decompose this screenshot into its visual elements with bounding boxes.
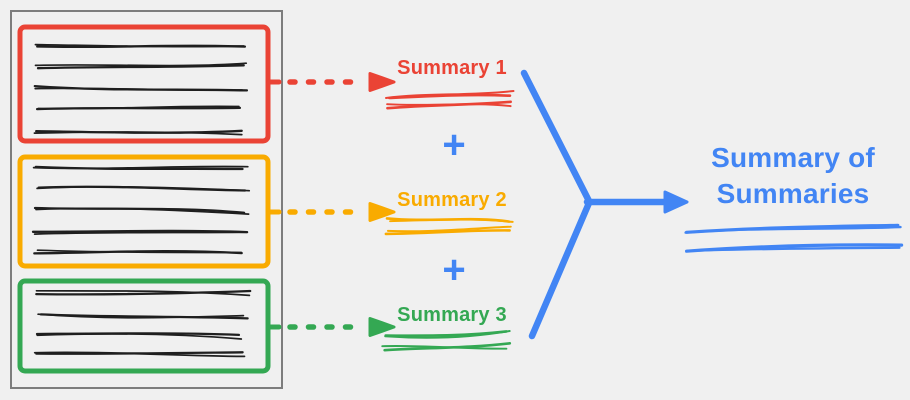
plus-operator-1: + xyxy=(442,123,466,167)
plus-operator-2: + xyxy=(442,248,466,292)
summary-3-label: Summary 3 xyxy=(397,304,507,326)
document-section-2-text-scribbles xyxy=(31,165,251,255)
summary-2-underline-scribble xyxy=(384,217,514,236)
document-section-3-text-scribbles xyxy=(33,289,252,358)
result-line-1: Summary of xyxy=(711,142,875,173)
summary-of-summaries-label: Summary of Summaries xyxy=(688,140,898,212)
result-line-2: Summaries xyxy=(716,178,870,209)
summary-1-label: Summary 1 xyxy=(397,57,507,79)
document-section-1-text-scribbles xyxy=(33,43,249,136)
document-section-1-box xyxy=(17,24,271,144)
document-frame xyxy=(10,10,283,389)
summary-3-map-arrow xyxy=(266,317,396,337)
summary-2-label: Summary 2 xyxy=(397,189,507,211)
merge-arrow xyxy=(520,69,689,340)
result-underline-scribble xyxy=(684,223,904,253)
summary-2-map-arrow xyxy=(266,202,396,222)
summary-3-underline-scribble xyxy=(381,330,512,352)
summary-1-map-arrow xyxy=(266,72,396,92)
summary-1-underline-scribble xyxy=(385,90,515,110)
